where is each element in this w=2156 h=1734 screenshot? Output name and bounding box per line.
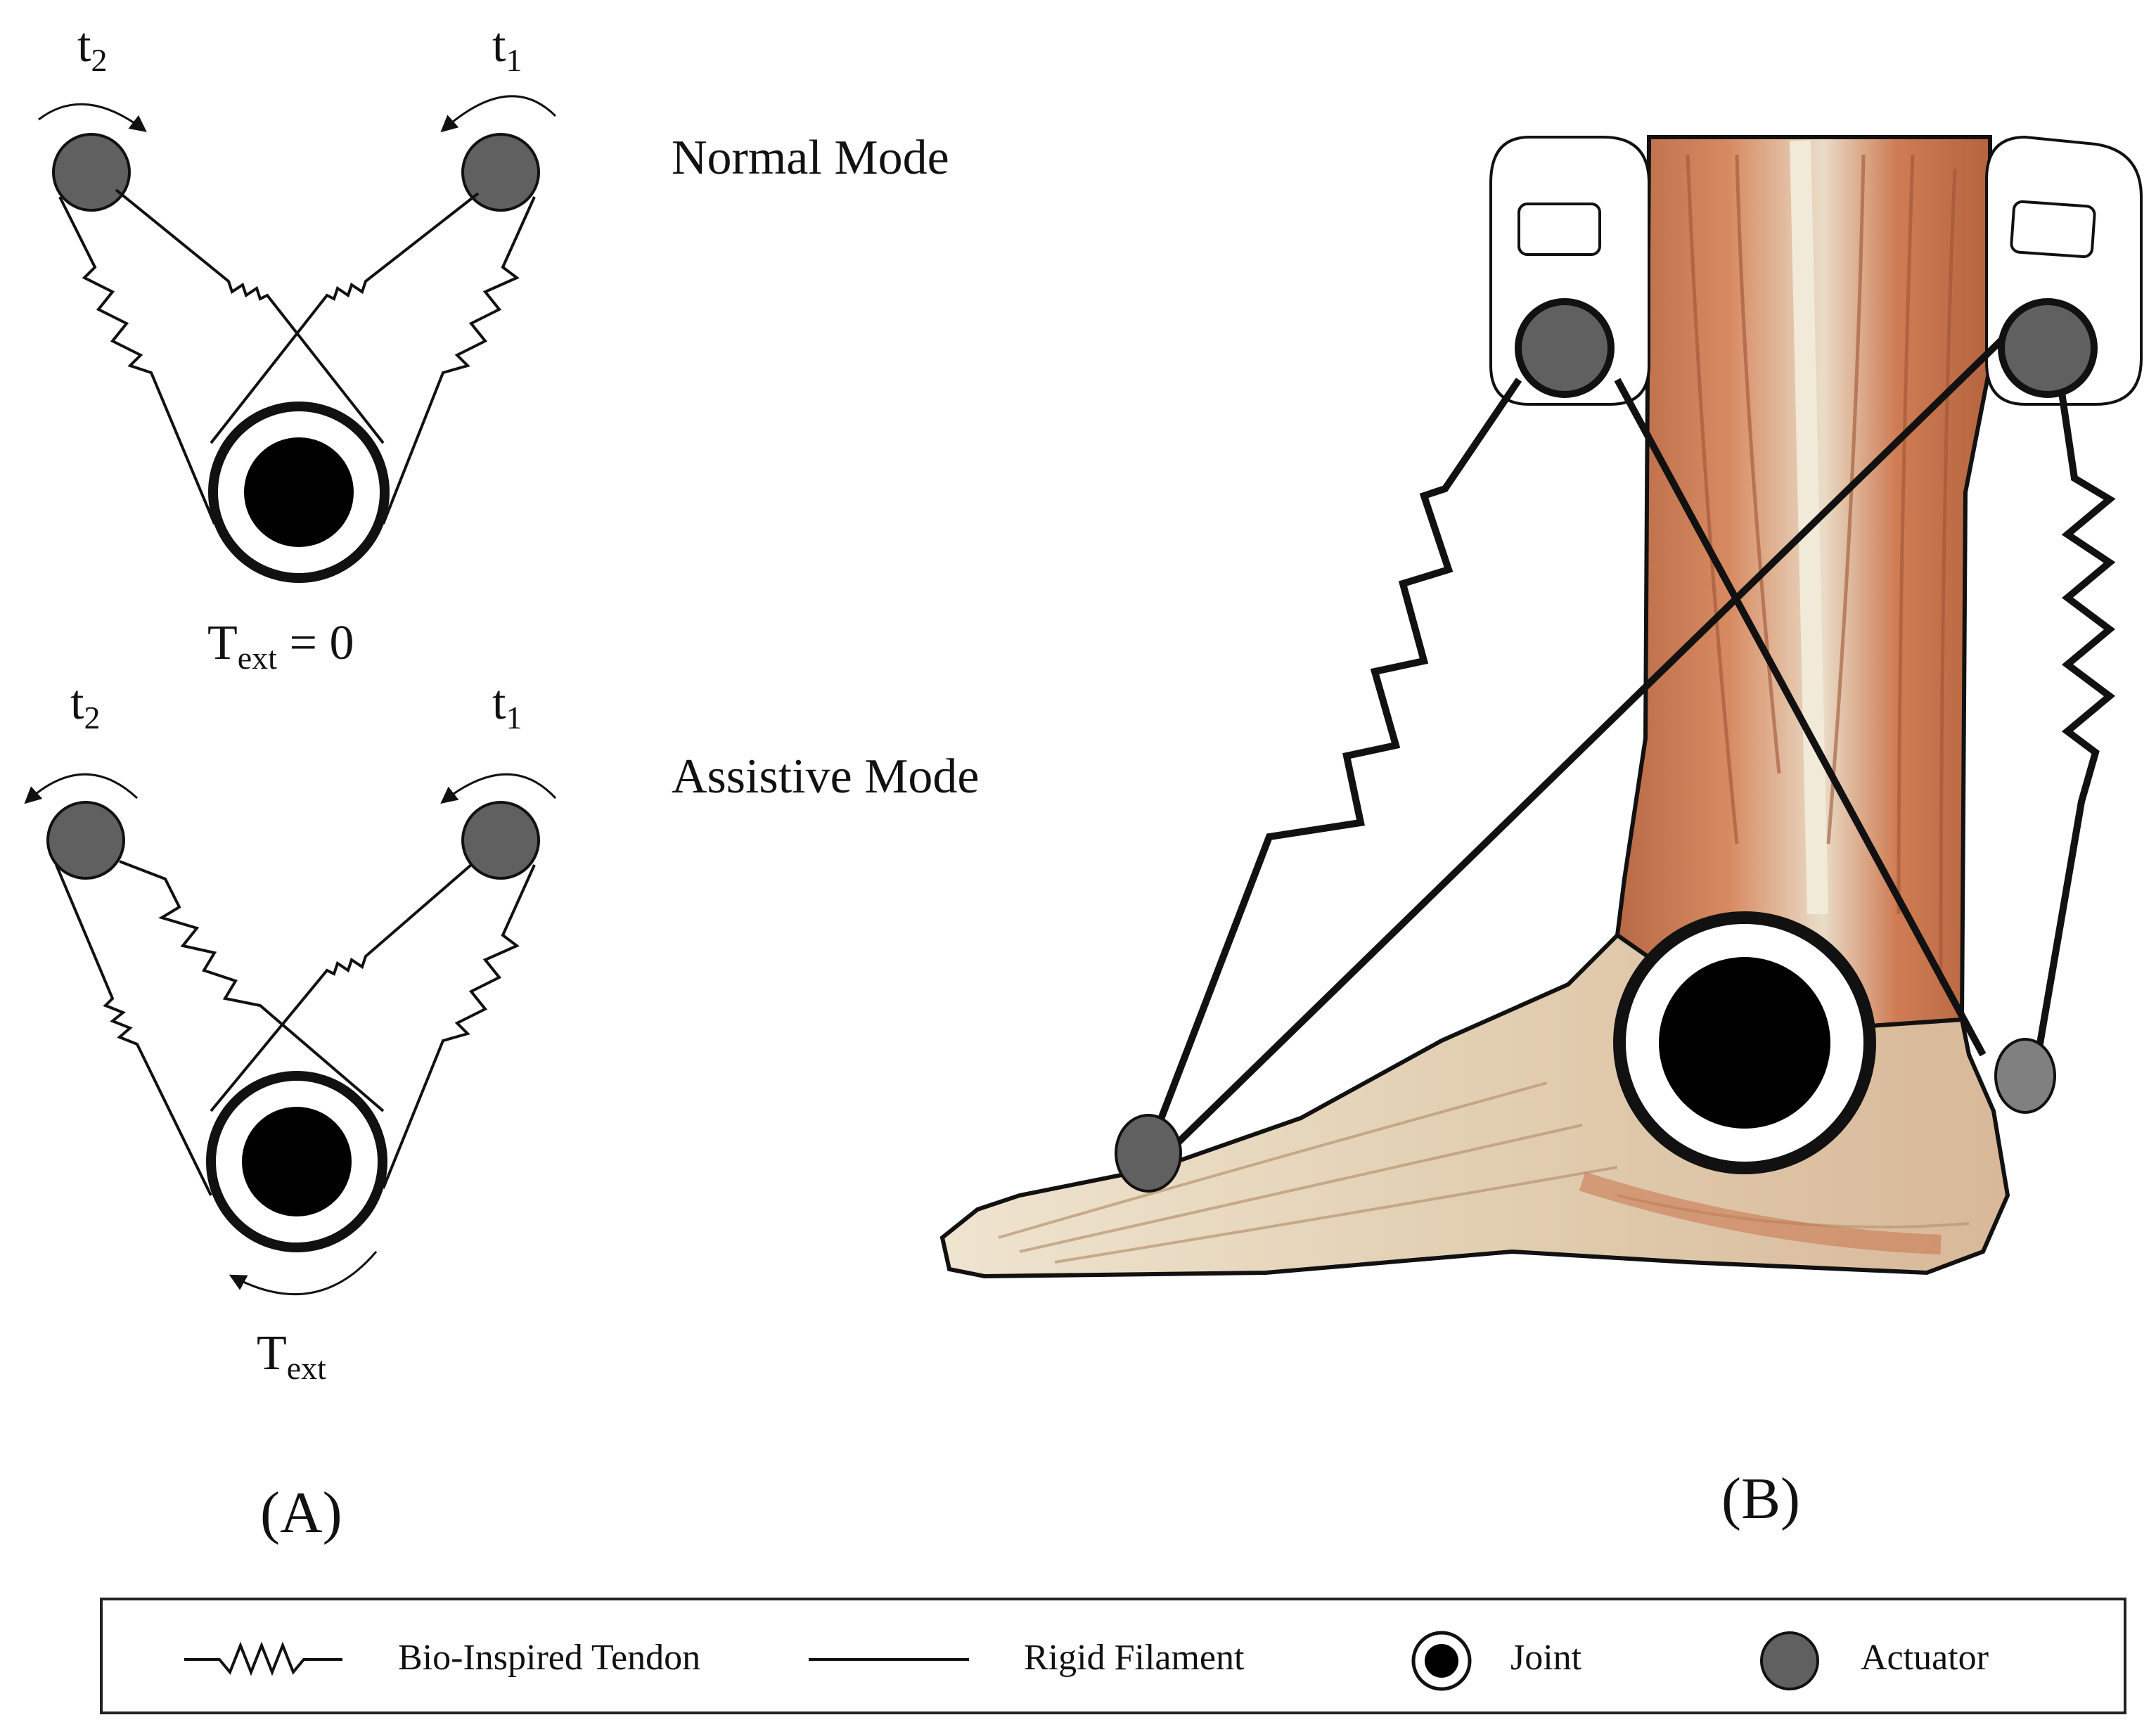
legend-box: Bio-Inspired Tendon Rigid Filament Joint… [100,1598,2126,1714]
legend-joint-core [1425,1644,1458,1678]
actuator-right [461,133,540,212]
ext-torque-arrow [229,1251,378,1296]
filament-cross-1 [1614,378,1987,1057]
filament-cross-2 [1172,335,2007,1149]
t2-rotation-arrow-assist [24,773,139,804]
t2-rotation-arrow [38,103,147,132]
filament-left-outer [55,864,212,1196]
actuator-heel [1994,1038,2056,1114]
tendon-left-outer [58,196,216,525]
t1-rotation-arrow [440,95,557,133]
tendon-right-outer [382,196,536,525]
joint-core [244,437,354,547]
actuator-left-assist [46,801,125,880]
assistive-mode-diagram [24,773,557,1296]
legend-tendon-icon [184,1641,342,1676]
filament-cross-right [210,863,473,1112]
foot-body [939,932,2010,1279]
tendon-cross-left [119,860,385,1112]
legend-tendon-label: Bio-Inspired Tendon [398,1638,701,1678]
ankle-joint-core [1659,957,1830,1129]
strap-left-buckle [1517,203,1601,256]
panel-b-label: (B) [1721,1466,1800,1531]
legend-actuator-icon [1760,1631,1819,1690]
filament-cross-a [115,188,385,444]
actuator-toe [1115,1114,1182,1193]
t1-rotation-arrow-assist [440,773,557,804]
foot-illustration [939,135,2010,1279]
t1-label-assistive: t1 [492,676,522,736]
text-zero-label: Text = 0 [207,616,354,676]
actuator-left [52,133,131,212]
tendon-back-right [2036,383,2116,1048]
t2-label-normal: t2 [77,18,108,78]
actuator-top-left [1515,298,1615,398]
actuator-right-assist [461,801,540,880]
tendon-right-outer-assist [382,864,536,1189]
strap-right-buckle [2010,200,2096,259]
legend-filament-label: Rigid Filament [1024,1638,1245,1678]
normal-mode-diagram [38,95,557,583]
text-label: Text [257,1326,326,1386]
ankle-mechanism [1150,298,2116,1174]
assistive-mode-label: Assistive Mode [672,750,980,804]
normal-mode-label: Normal Mode [672,131,949,185]
actuator-top-right [1998,298,2098,398]
legend-symbols [184,1631,1819,1691]
t1-label-normal: t1 [492,18,522,78]
tendon-front-left [1150,378,1522,1141]
panel-a-label: (A) [260,1480,342,1546]
t2-label-assistive: t2 [70,676,101,736]
filament-cross-b [210,192,480,444]
legend-joint-label: Joint [1510,1638,1582,1678]
legend-actuator-label: Actuator [1861,1638,1989,1678]
joint-core-assist [242,1107,352,1216]
